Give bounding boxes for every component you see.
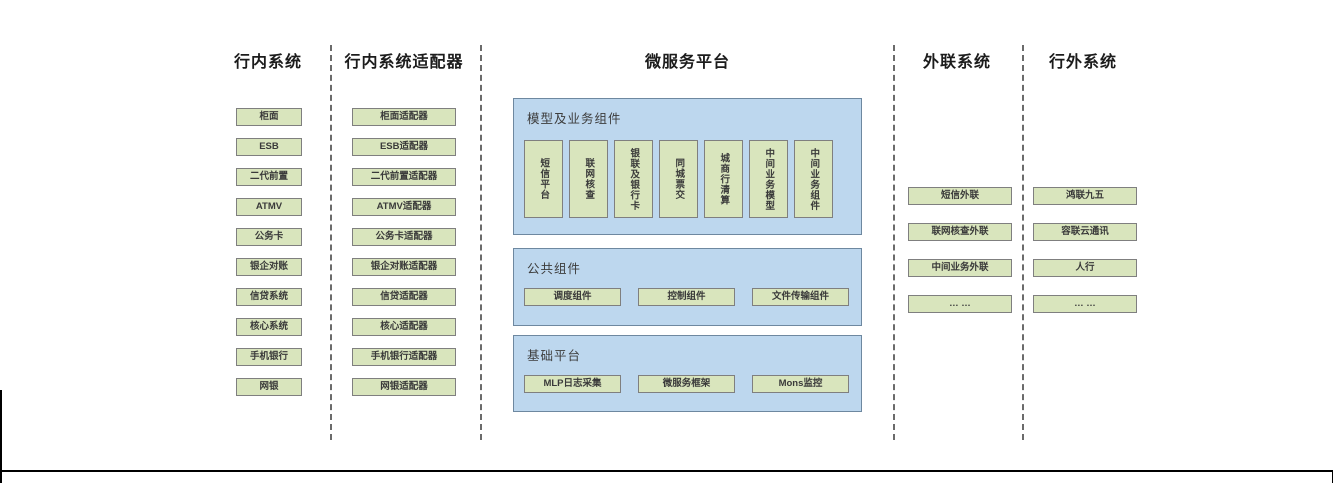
node-wenjian-chuanshu-zujian: 文件传输组件 bbox=[752, 288, 849, 306]
bottom-rule bbox=[0, 470, 1333, 472]
node-outbank-more: … … bbox=[1033, 295, 1137, 313]
node-zhongjian-yewu-moxing: 中间业务模型 bbox=[749, 140, 788, 218]
left-edge-tick bbox=[0, 390, 2, 483]
column-title-outbank: 行外系统 bbox=[1048, 54, 1117, 71]
node-xindai: 信贷系统 bbox=[236, 288, 302, 306]
column-title-platform: 微服务平台 bbox=[644, 54, 730, 71]
panel-base-label: 基础平台 bbox=[527, 349, 582, 363]
node-lianwang-hecha: 联网核查 bbox=[569, 140, 608, 218]
column-adapters: 柜面适配器 ESB适配器 二代前置适配器 ATMV适配器 公务卡适配器 银企对账… bbox=[352, 108, 456, 396]
node-atmv-adapter: ATMV适配器 bbox=[352, 198, 456, 216]
node-kongzhi-zujian: 控制组件 bbox=[638, 288, 735, 306]
node-duanxin-pingtai: 短信平台 bbox=[524, 140, 563, 218]
node-xindai-adapter: 信贷适配器 bbox=[352, 288, 456, 306]
column-inbank: 柜面 ESB 二代前置 ATMV 公务卡 银企对账 信贷系统 核心系统 手机银行… bbox=[236, 108, 302, 396]
node-mons-monitor: Mons监控 bbox=[752, 375, 849, 393]
panel-base-platform: 基础平台 MLP日志采集 微服务框架 Mons监控 bbox=[513, 335, 862, 412]
node-erdai-qianzhi: 二代前置 bbox=[236, 168, 302, 186]
separator-line bbox=[330, 45, 332, 440]
panel-base-items: MLP日志采集 微服务框架 Mons监控 bbox=[524, 375, 849, 393]
node-microservice-framework: 微服务框架 bbox=[638, 375, 735, 393]
node-shouji-yinhang: 手机银行 bbox=[236, 348, 302, 366]
node-hexin-adapter: 核心适配器 bbox=[352, 318, 456, 336]
node-hexin: 核心系统 bbox=[236, 318, 302, 336]
node-shouji-yinhang-adapter: 手机银行适配器 bbox=[352, 348, 456, 366]
separator-line bbox=[893, 45, 895, 440]
column-outbank: 鸿联九五 容联云通讯 人行 … … bbox=[1033, 187, 1137, 313]
node-lianwang-hecha-wailian: 联网核查外联 bbox=[908, 223, 1012, 241]
column-title-adapters: 行内系统适配器 bbox=[344, 54, 464, 71]
node-gongwuka: 公务卡 bbox=[236, 228, 302, 246]
panel-common-items: 调度组件 控制组件 文件传输组件 bbox=[524, 288, 849, 306]
node-honglian-jiuwu: 鸿联九五 bbox=[1033, 187, 1137, 205]
node-zhongjian-yewu-wailian: 中间业务外联 bbox=[908, 259, 1012, 277]
panel-model-label: 模型及业务组件 bbox=[527, 112, 622, 126]
node-wangyin-adapter: 网银适配器 bbox=[352, 378, 456, 396]
node-esb: ESB bbox=[236, 138, 302, 156]
node-zhongjian-yewu-zujian: 中间业务组件 bbox=[794, 140, 833, 218]
node-guimian: 柜面 bbox=[236, 108, 302, 126]
node-ronglian-yuntongxun: 容联云通讯 bbox=[1033, 223, 1137, 241]
node-mlp-log: MLP日志采集 bbox=[524, 375, 621, 393]
column-outlink: 短信外联 联网核查外联 中间业务外联 … … bbox=[908, 187, 1012, 313]
separator-line bbox=[1022, 45, 1024, 440]
node-wangyin: 网银 bbox=[236, 378, 302, 396]
panel-common-components: 公共组件 调度组件 控制组件 文件传输组件 bbox=[513, 248, 862, 326]
node-diaodu-zujian: 调度组件 bbox=[524, 288, 621, 306]
separator-line bbox=[480, 45, 482, 440]
node-tongcheng-piaojiao: 同城票交 bbox=[659, 140, 698, 218]
column-title-outlink: 外联系统 bbox=[922, 54, 991, 71]
node-yinqi-duizhang: 银企对账 bbox=[236, 258, 302, 276]
node-atmv: ATMV bbox=[236, 198, 302, 216]
panel-common-label: 公共组件 bbox=[527, 262, 582, 276]
node-erdai-qianzhi-adapter: 二代前置适配器 bbox=[352, 168, 456, 186]
column-title-inbank: 行内系统 bbox=[233, 54, 302, 71]
panel-model-components: 模型及业务组件 短信平台 联网核查 银联及银行卡 同城票交 城商行清算 中间业务… bbox=[513, 98, 862, 235]
node-esb-adapter: ESB适配器 bbox=[352, 138, 456, 156]
node-yinlian-yinhangka: 银联及银行卡 bbox=[614, 140, 653, 218]
node-outlink-more: … … bbox=[908, 295, 1012, 313]
panel-model-items: 短信平台 联网核查 银联及银行卡 同城票交 城商行清算 中间业务模型 中间业务组… bbox=[524, 140, 833, 218]
node-chengshanghang-qingsuan: 城商行清算 bbox=[704, 140, 743, 218]
node-guimian-adapter: 柜面适配器 bbox=[352, 108, 456, 126]
node-gongwuka-adapter: 公务卡适配器 bbox=[352, 228, 456, 246]
node-renhang: 人行 bbox=[1033, 259, 1137, 277]
node-yinqi-duizhang-adapter: 银企对账适配器 bbox=[352, 258, 456, 276]
node-duanxin-wailian: 短信外联 bbox=[908, 187, 1012, 205]
